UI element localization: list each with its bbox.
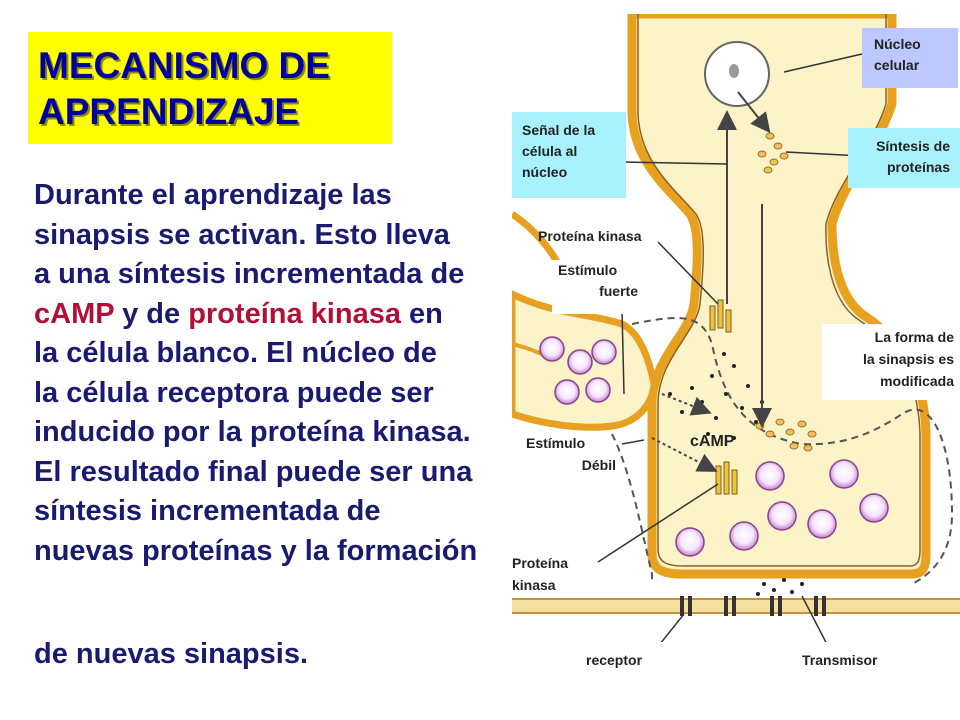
proteina-kinasa-top-label: Proteína kinasa — [538, 228, 642, 244]
estimulo-fuerte-line-2: fuerte — [599, 283, 638, 299]
body-line-5: la célula blanco. El núcleo de — [34, 337, 437, 369]
title-line-1: MECANISMO DE — [38, 45, 330, 86]
leader-proteina-kinasa-bottom — [597, 483, 719, 563]
leader-nucleo — [783, 53, 863, 73]
presynaptic-vesicles — [539, 336, 617, 405]
forma-line-2: la sinapsis es — [862, 351, 954, 367]
forma-line-1: La forma de — [874, 329, 954, 345]
body-line-4-mid: y de — [114, 297, 189, 330]
leader-estimulo-debil — [621, 439, 645, 445]
protein-kinase-upper — [709, 299, 732, 333]
leader-senal — [619, 161, 728, 165]
proteina-kinasa-bottom-label: Proteína kinasa — [512, 552, 568, 596]
senal-celula-box: Señal de la célula al núcleo — [512, 112, 626, 198]
body-line-4-end: en — [400, 297, 443, 330]
estimulo-fuerte-line-1: Estímulo — [558, 262, 618, 278]
estimulo-debil-line-2: Débil — [581, 457, 616, 473]
protein-granules — [755, 132, 817, 452]
proteina-kinasa-bottom-line-1: Proteína — [512, 555, 569, 571]
receptor-label: receptor — [586, 652, 643, 668]
title-line-2: APRENDIZAJE — [38, 91, 300, 132]
proteina-kinasa-bottom-line-2: kinasa — [512, 577, 556, 593]
camp-highlight: cAMP — [34, 297, 115, 330]
bouton-vesicles — [675, 459, 889, 557]
transmisor-label: Transmisor — [802, 652, 878, 668]
nucleo-line-2: celular — [874, 57, 920, 73]
body-paragraph: Durante el aprendizaje las sinapsis se a… — [34, 176, 504, 571]
protein-kinase-lower — [715, 461, 738, 495]
nucleo-celular-box: Núcleo celular — [862, 28, 958, 88]
estimulo-fuerte-box: Estímulo fuerte — [552, 260, 644, 314]
title-box — [28, 32, 392, 144]
dashed-outline-left — [611, 433, 653, 584]
modified-synapse-outline — [631, 317, 954, 585]
estimulo-debil-line-1: Estímulo — [526, 435, 586, 451]
sintesis-proteinas-box: Síntesis de proteínas — [848, 128, 960, 188]
body-line-11: de nuevas sinapsis. — [34, 638, 309, 670]
forma-line-3: modificada — [880, 373, 954, 389]
estimulo-debil-label: Estímulo Débil — [526, 432, 616, 476]
arrow-nucleus-to-synthesis — [737, 91, 771, 134]
sintesis-line-1: Síntesis de — [876, 138, 950, 154]
senal-line-2: célula al — [522, 143, 578, 159]
receptor-channels — [680, 596, 826, 616]
body-line-1: Durante el aprendizaje las — [34, 179, 392, 211]
body-line-3: a una síntesis incrementada de — [34, 258, 465, 290]
senal-line-3: núcleo — [522, 164, 568, 180]
synapse-diagram: cAMP Núcleo celular Señal de la célula a… — [508, 9, 960, 668]
body-line-4: cAMP y de proteína kinasa en — [34, 295, 504, 335]
nucleo-line-1: Núcleo — [874, 36, 921, 52]
leader-estimulo-fuerte — [621, 309, 625, 395]
body-line-10: nuevas proteínas y la formación — [34, 534, 478, 567]
camp-label: cAMP — [690, 433, 735, 450]
leader-proteina-kinasa-top — [657, 241, 719, 305]
nucleolus — [729, 64, 739, 78]
arrow-strong-stimulus — [661, 393, 712, 416]
body-line-2: sinapsis se activan. Esto lleva — [34, 218, 450, 251]
sintesis-line-2: proteínas — [886, 159, 950, 175]
body-line-8: El resultado final puede ser una — [34, 455, 473, 488]
body-line-6: la célula receptora puede ser — [34, 376, 434, 409]
forma-sinapsis-box: La forma de la sinapsis es modificada — [822, 324, 960, 400]
receptor-inner-membrane — [637, 14, 921, 567]
body-line-7: inducido por la proteína kinasa. — [34, 416, 471, 448]
senal-line-1: Señal de la — [522, 122, 596, 138]
kinasa-highlight: proteína kinasa — [188, 297, 401, 330]
body-line-9: síntesis incrementada de — [34, 495, 381, 527]
